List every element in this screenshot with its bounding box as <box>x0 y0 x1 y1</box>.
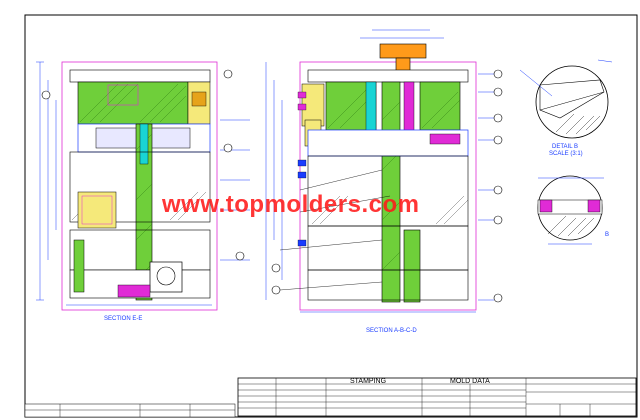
title-block: STAMPING MOLD DATA <box>24 377 637 418</box>
detail-b-scale: SCALE (3:1) <box>549 151 583 157</box>
stamping-header: STAMPING <box>350 378 386 385</box>
watermark-text: www.topmolders.com <box>161 191 419 218</box>
section-abcd-view: SECTION A-B-C-D <box>265 29 503 334</box>
sheet-border <box>24 14 638 418</box>
section-e-label: SECTION E-E <box>104 316 142 322</box>
detail-b-title: DETAIL B <box>552 144 578 150</box>
detail-c-label: B <box>605 232 609 238</box>
detail-circle-icon <box>535 65 609 139</box>
mold-data-header: MOLD DATA <box>450 378 490 385</box>
section-e-view: SECTION E-E <box>36 61 250 322</box>
detail-c-view: B <box>537 175 609 245</box>
section-abcd-label: SECTION A-B-C-D <box>366 328 417 334</box>
detail-b-view: DETAIL B SCALE (3:1) <box>519 59 613 157</box>
